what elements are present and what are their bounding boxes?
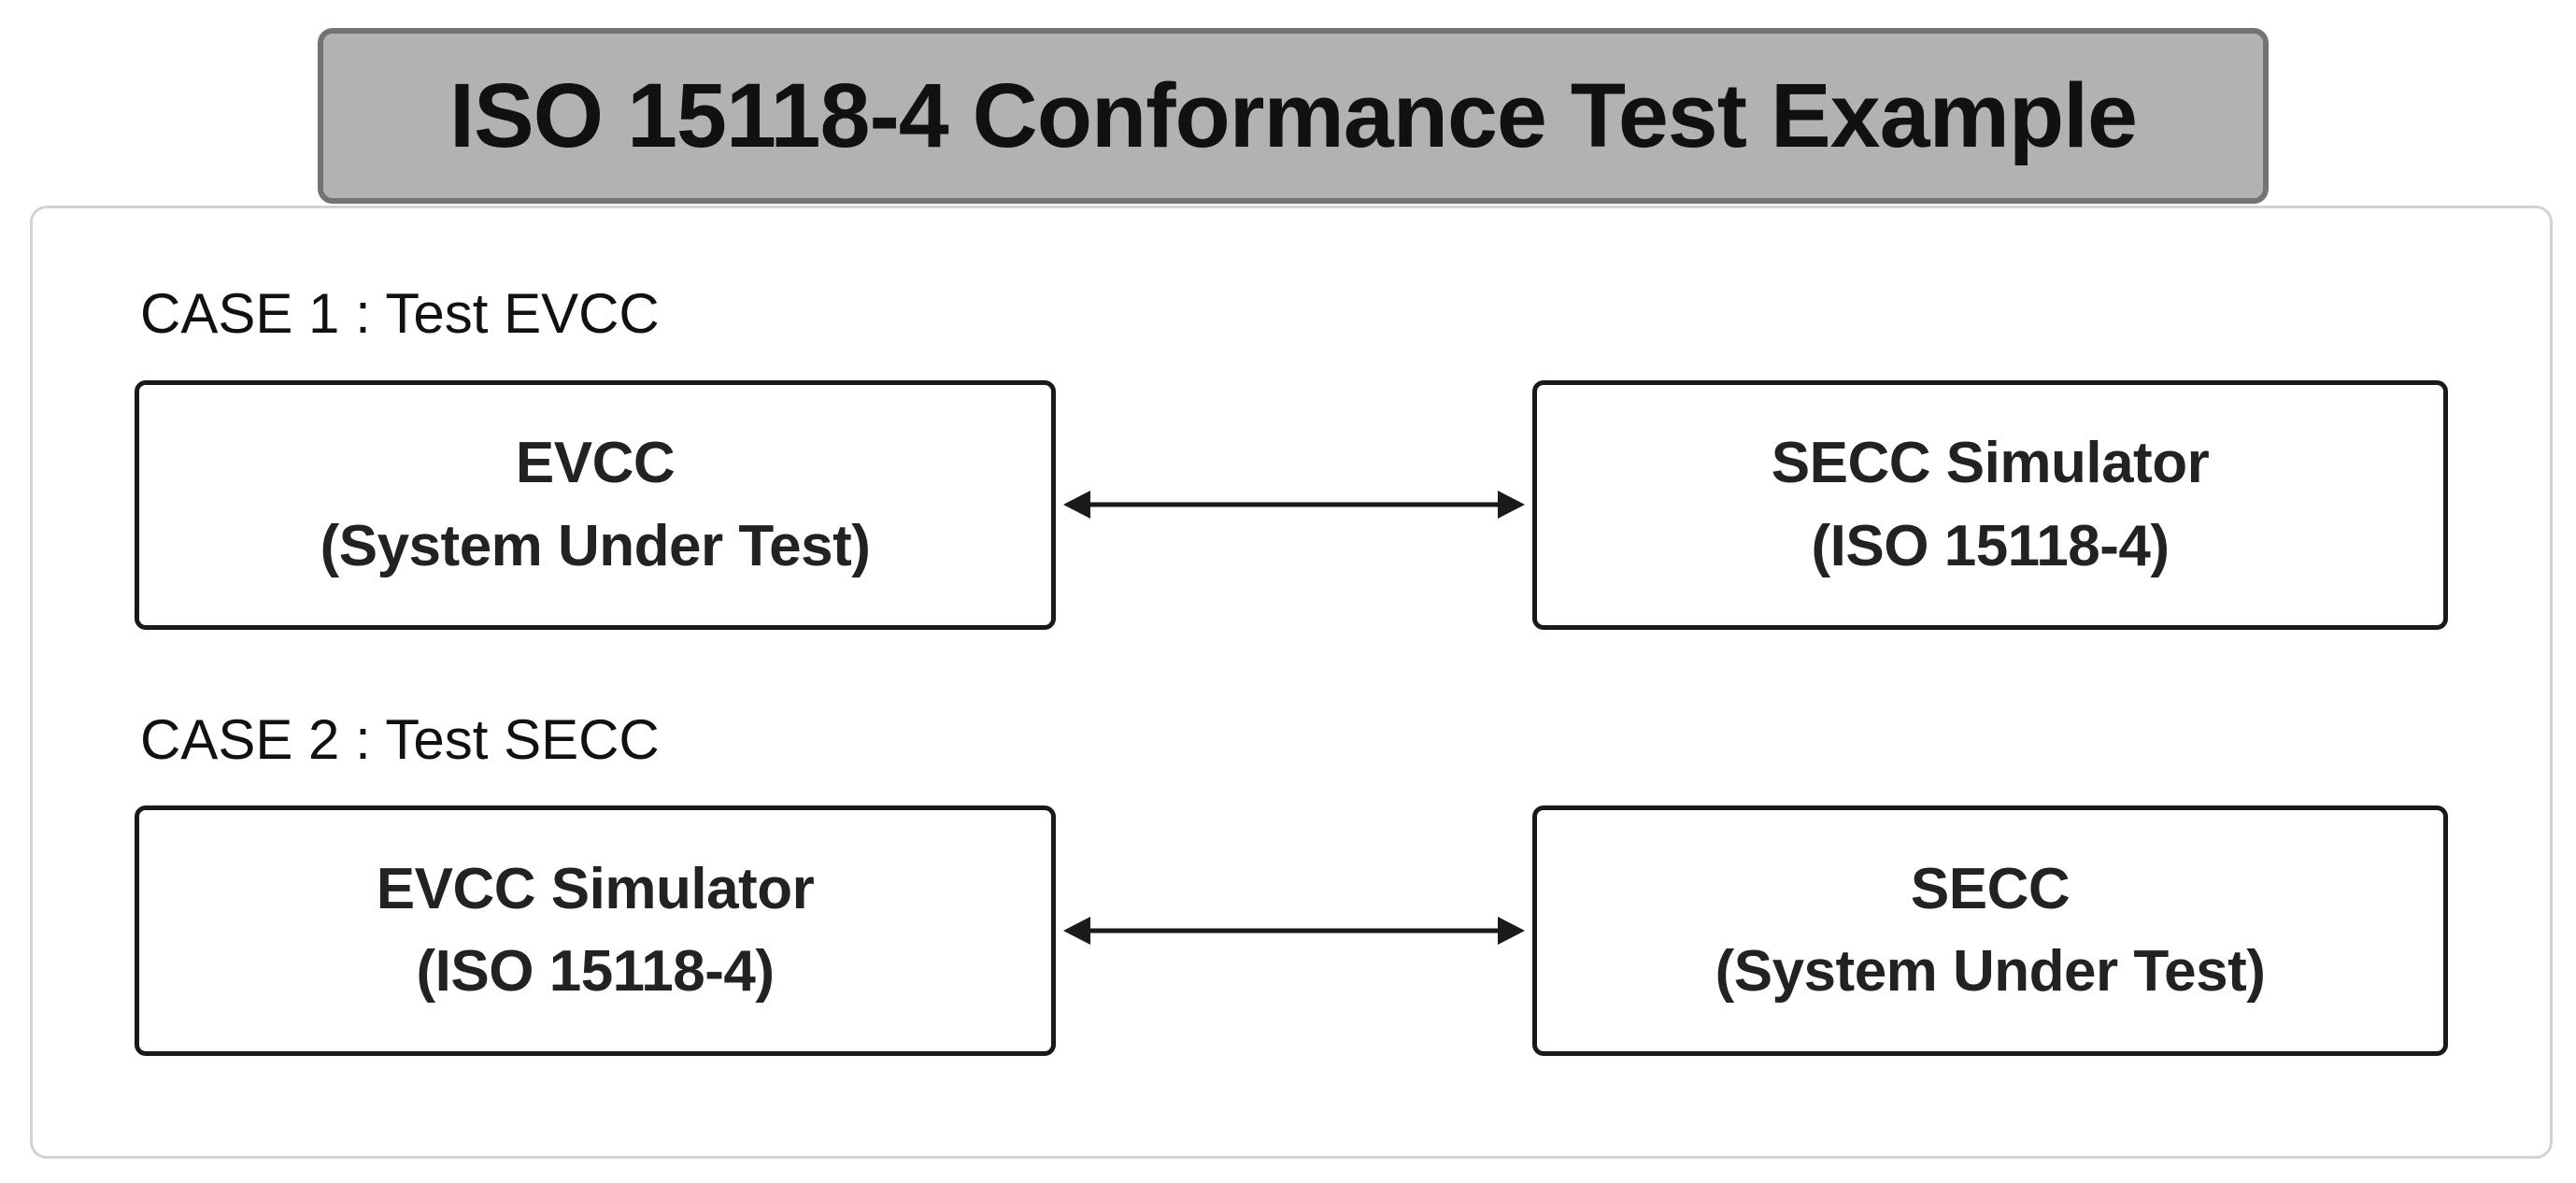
box-title-line: SECC Simulator (1771, 431, 2210, 496)
page-title: ISO 15118-4 Conformance Test Example (449, 64, 2138, 166)
box-subtitle-line: (ISO 15118-4) (1811, 513, 2170, 578)
box-subtitle-line: (ISO 15118-4) (416, 939, 775, 1004)
case2-evcc-simulator-box: EVCC Simulator (ISO 15118-4) (135, 805, 1056, 1056)
box-subtitle-line: (System Under Test) (320, 513, 871, 578)
case1-heading: CASE 1 : Test EVCC (140, 282, 660, 345)
title-banner: ISO 15118-4 Conformance Test Example (318, 28, 2269, 204)
case2-bidirectional-arrow-icon (1063, 917, 1525, 945)
case1-evcc-box: EVCC (System Under Test) (135, 380, 1056, 630)
case1-bidirectional-arrow-icon (1063, 491, 1525, 519)
case2-secc-box: SECC (System Under Test) (1532, 805, 2448, 1056)
box-title-line: SECC (1910, 856, 2071, 921)
box-subtitle-line: (System Under Test) (1715, 939, 2266, 1004)
box-title-line: EVCC Simulator (376, 856, 815, 921)
case1-secc-simulator-box: SECC Simulator (ISO 15118-4) (1532, 380, 2448, 630)
case2-heading: CASE 2 : Test SECC (140, 708, 660, 771)
box-title-line: EVCC (515, 431, 676, 496)
